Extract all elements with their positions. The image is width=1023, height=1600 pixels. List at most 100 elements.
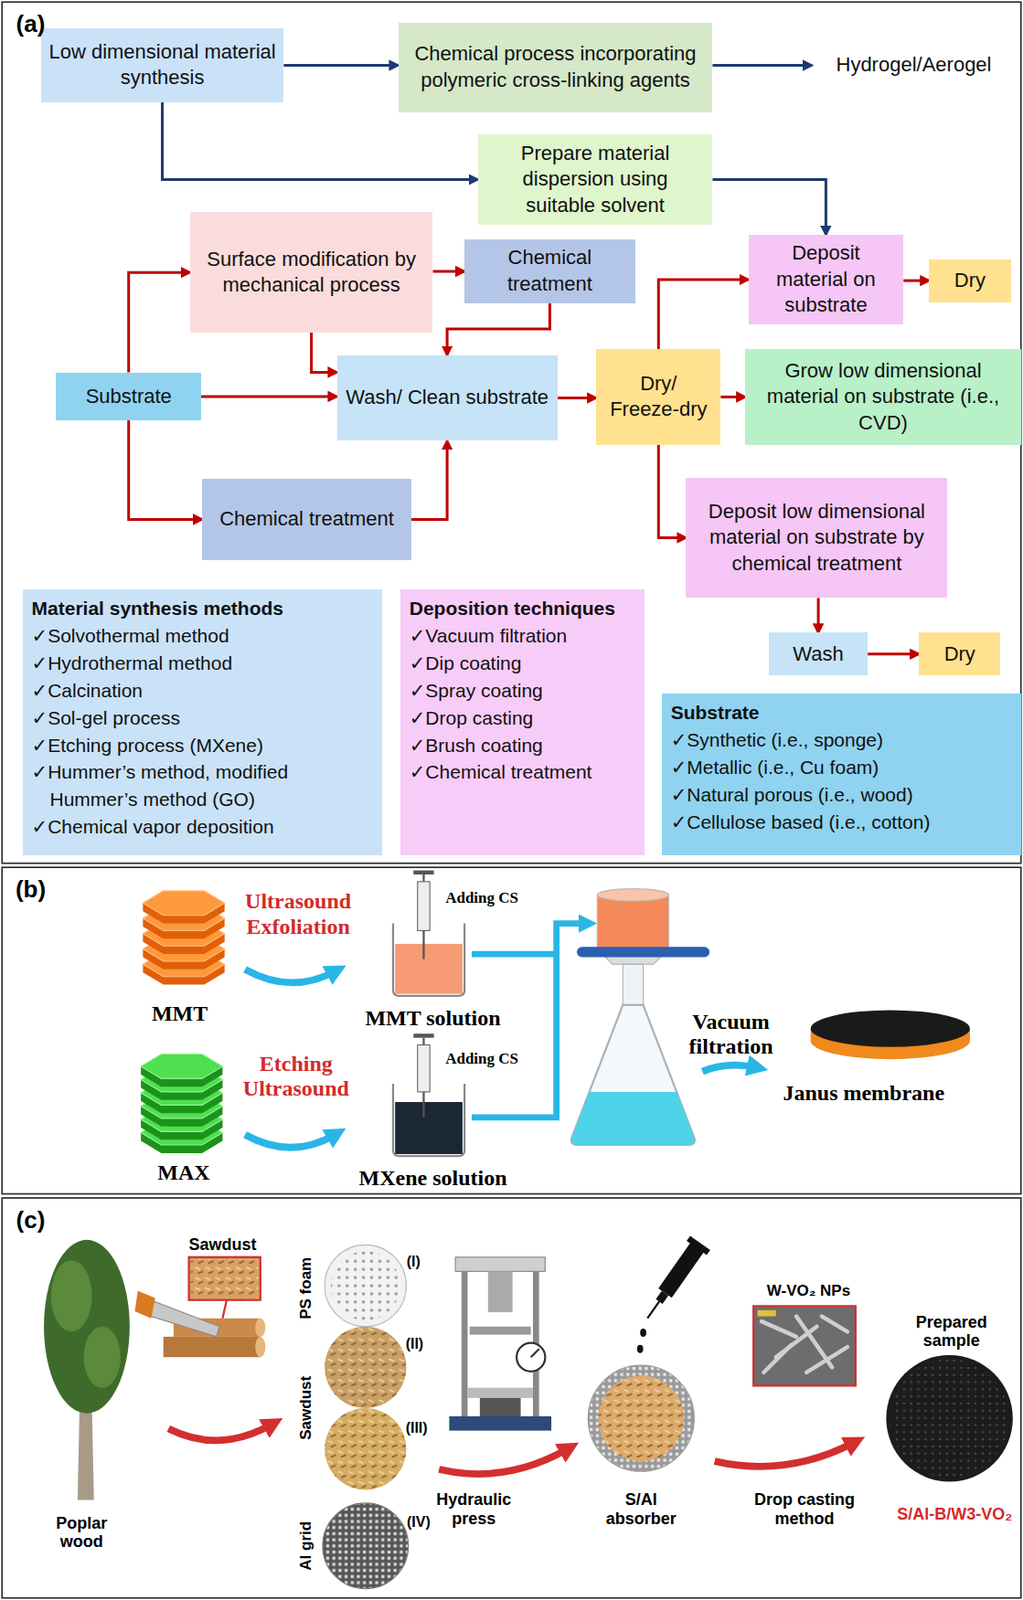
material-sample	[324, 1408, 406, 1491]
dropper-syringe	[637, 1236, 711, 1354]
dropper-syringe	[647, 1301, 660, 1319]
absorber	[587, 1365, 694, 1472]
box-text: Substrate	[85, 383, 172, 411]
box-text: Chemical treatment	[471, 245, 629, 298]
figure-label: S/Al-B/W3-VO₂	[896, 1505, 1013, 1525]
box-text: Chemical process incorporating polymeric…	[405, 41, 706, 94]
process-box: Low dimensional material synthesis	[41, 28, 285, 102]
figure-label: MMT	[151, 1001, 208, 1028]
beaker	[393, 1084, 465, 1157]
flow-arrow	[903, 279, 929, 283]
process-box: Dry	[928, 259, 1011, 303]
list-item: ✓Etching process (MXene)	[31, 732, 373, 760]
wood-and-saw	[222, 1300, 226, 1320]
box-text: Chemical treatment	[219, 506, 395, 533]
box-heading: Deposition techniques	[409, 595, 636, 623]
sem-image	[763, 1345, 791, 1374]
beaker	[393, 924, 465, 997]
wood-and-saw	[163, 1337, 261, 1358]
list-item: ✓Metallic (i.e., Cu foam)	[671, 754, 1013, 782]
process-arrow	[438, 1449, 568, 1475]
tree	[51, 1260, 93, 1333]
sem-image	[753, 1306, 856, 1386]
max-stack	[140, 1054, 223, 1154]
figure-label: Vacuum filtration	[671, 1010, 791, 1061]
list-item: ✓Drop casting	[409, 704, 636, 733]
beaker	[394, 1102, 463, 1155]
dropper-syringe	[637, 1236, 711, 1327]
box-text: Dry/ Freeze-dry	[603, 371, 714, 424]
process-box: Chemical process incorporating polymeric…	[398, 22, 714, 113]
tree	[43, 1240, 130, 1415]
dropper-syringe	[658, 1243, 704, 1300]
flow-arrow	[411, 440, 448, 520]
box-text: Dry	[954, 267, 986, 295]
panel-frame	[1, 867, 1022, 1194]
hydraulic-press	[455, 1257, 545, 1273]
box-text: Deposit material on substrate	[756, 240, 897, 320]
wood-and-saw	[134, 1257, 266, 1358]
flow-arrow	[867, 652, 919, 656]
wood-and-saw	[134, 1291, 155, 1320]
process-box: Deposit material on substrate	[748, 234, 905, 325]
hydraulic-press	[488, 1271, 513, 1313]
wood-and-saw	[255, 1319, 266, 1338]
panel-frame	[1, 1198, 1022, 1599]
hydraulic-press	[516, 1343, 545, 1373]
figure-label: Drop casting method	[745, 1491, 864, 1529]
flow-arrow	[128, 272, 191, 373]
sem-image	[757, 1310, 777, 1318]
hydraulic-press	[467, 1388, 533, 1399]
info-box: Deposition techniques✓Vacuum filtration✓…	[400, 589, 645, 855]
process-arrow	[245, 969, 335, 984]
list-item: ✓Hummer’s method, modified Hummer’s meth…	[31, 758, 373, 814]
syringe	[417, 1045, 430, 1093]
process-box: Prepare material dispersion using suitab…	[478, 134, 714, 224]
panel-frame	[1, 1, 1022, 864]
figure-label: Sawdust	[297, 1376, 316, 1441]
list-item: ✓Sol-gel process	[31, 704, 373, 733]
list-item: ✓Brush coating	[409, 732, 636, 760]
list-item: ✓Natural porous (i.e., wood)	[671, 781, 1013, 810]
wood-and-saw	[150, 1301, 220, 1338]
dropper-syringe	[686, 1236, 711, 1257]
process-arrow	[168, 1425, 272, 1441]
output-node: Hydrogel/Aerogel	[811, 46, 1016, 85]
figure-label: (IV)	[406, 1514, 431, 1532]
info-box: Material synthesis methods✓Solvothermal …	[22, 589, 383, 855]
list-item: ✓Solvothermal method	[31, 622, 373, 651]
material-sample	[324, 1408, 406, 1491]
box-heading: Material synthesis methods	[31, 595, 373, 623]
process-box: Deposit low dimensional material on subs…	[685, 478, 948, 599]
hydraulic-press	[448, 1257, 552, 1432]
hydraulic-press	[479, 1398, 522, 1418]
flow-arrow	[447, 303, 550, 356]
figure-label: (c)	[16, 1207, 46, 1236]
flow-arrow	[713, 63, 812, 67]
list-item: ✓Cellulose based (i.e., cotton)	[671, 809, 1013, 837]
syringe	[417, 882, 430, 932]
filtration-apparatus	[576, 947, 710, 958]
flow-arrow	[128, 420, 203, 520]
material-sample	[322, 1503, 409, 1590]
list-item: ✓Chemical vapor deposition	[31, 813, 373, 842]
process-box: Chemical treatment	[202, 479, 412, 561]
list-item: ✓Synthetic (i.e., sponge)	[671, 726, 1013, 755]
process-arrow	[714, 1443, 854, 1468]
flow-arrow	[433, 270, 466, 274]
material-sample	[324, 1327, 406, 1409]
list-item: ✓Chemical treatment	[409, 758, 636, 787]
material-sample	[324, 1245, 406, 1327]
hydraulic-press	[531, 1349, 540, 1358]
flow-arrow	[201, 394, 338, 398]
prepared-sample	[890, 1359, 1010, 1479]
figure-label: (III)	[405, 1420, 428, 1438]
hydraulic-press	[532, 1266, 540, 1420]
wood-and-saw	[191, 1259, 259, 1299]
flow-arrow	[720, 395, 746, 399]
box-text: Dry	[944, 641, 976, 669]
prepared-sample	[885, 1355, 1013, 1482]
flow-arrow	[283, 63, 398, 67]
syringe	[413, 1033, 434, 1038]
